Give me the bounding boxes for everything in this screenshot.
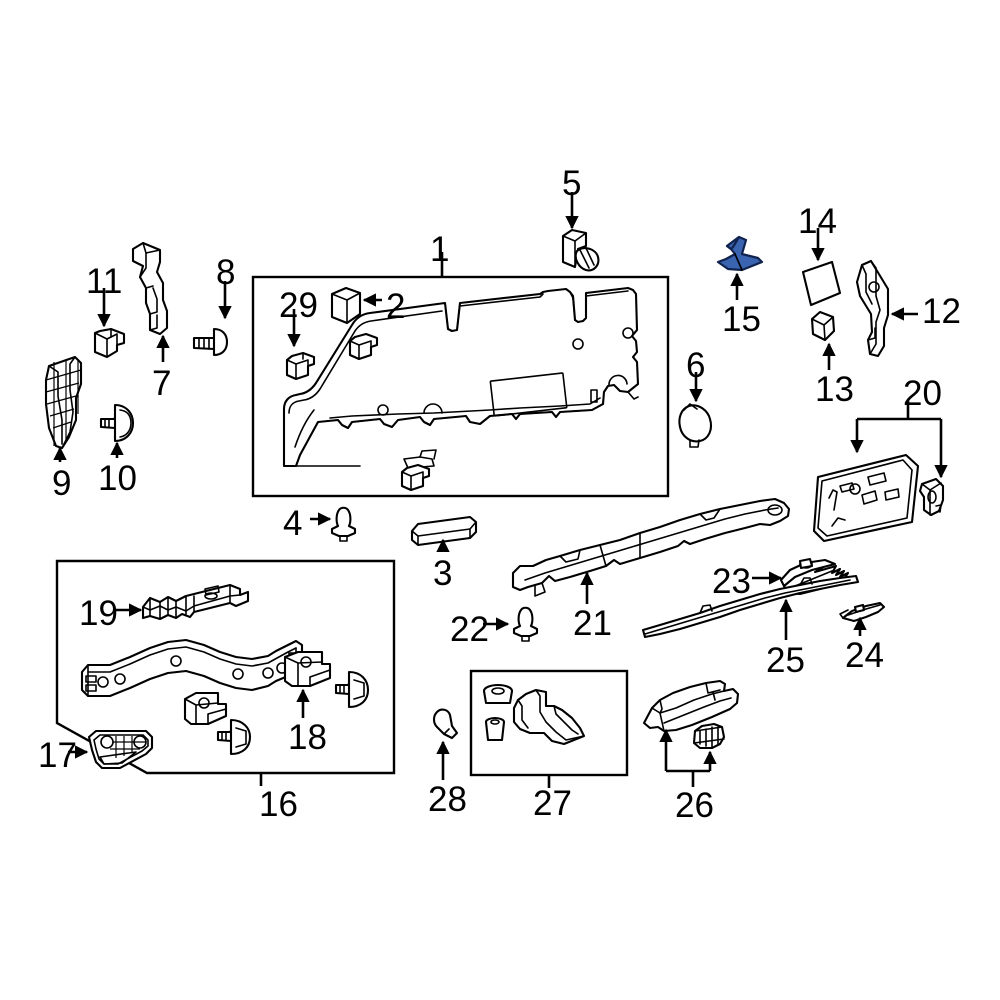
- callout-12[interactable]: 12: [922, 292, 961, 331]
- tow-bracket-19: [141, 583, 250, 621]
- bracket-17: [87, 729, 154, 770]
- panel-clip-20: [918, 477, 945, 517]
- mudguard-artwork-27: [512, 688, 586, 746]
- callout-3[interactable]: 3: [433, 554, 453, 593]
- moulding-25: [641, 574, 860, 639]
- rivet-28: [432, 708, 459, 740]
- clip-24: [839, 601, 886, 623]
- callout-27[interactable]: 27: [533, 784, 572, 823]
- grommet-large-27: [482, 683, 514, 705]
- callout-5[interactable]: 5: [562, 164, 582, 203]
- upper-reinforcement-21: [511, 497, 791, 597]
- clip-11: [93, 327, 126, 359]
- callout-16[interactable]: 16: [259, 785, 298, 824]
- callout-9[interactable]: 9: [52, 464, 72, 503]
- rear-bumper-cover-box: [251, 252, 670, 498]
- callout-18[interactable]: 18: [288, 718, 327, 757]
- retainer-clip-bottom: [400, 463, 431, 492]
- callout-29[interactable]: 29: [279, 286, 318, 325]
- callout-6[interactable]: 6: [686, 346, 706, 385]
- bracket-18: [283, 650, 332, 688]
- grommet-small-27: [484, 716, 506, 742]
- callout-10[interactable]: 10: [98, 459, 137, 498]
- clip-13: [810, 310, 836, 342]
- reinforcement-bar-16: [80, 638, 304, 698]
- callout-1[interactable]: 1: [430, 230, 450, 269]
- callout-23[interactable]: 23: [712, 562, 751, 601]
- callout-21[interactable]: 21: [573, 604, 612, 643]
- side-retainer-12: [855, 259, 890, 358]
- push-pin-22: [512, 606, 539, 642]
- bolt-mid-16: [216, 718, 252, 756]
- callout-19[interactable]: 19: [79, 594, 118, 633]
- callout-17[interactable]: 17: [38, 736, 77, 775]
- callout-13[interactable]: 13: [815, 370, 854, 409]
- grommet-6: [678, 403, 713, 448]
- callout-14[interactable]: 14: [798, 202, 837, 241]
- spoiler-26: [642, 679, 740, 733]
- rear-bumper-cover-artwork: [282, 286, 640, 469]
- spoiler-clip-26: [692, 722, 726, 750]
- callout-26[interactable]: 26: [675, 786, 714, 825]
- bolt-10: [99, 403, 135, 443]
- absorber-9: [44, 355, 83, 450]
- sensor-retainer-5: [561, 228, 600, 272]
- callout-20[interactable]: 20: [903, 374, 942, 413]
- highlighted-clip-15: [716, 235, 764, 272]
- panel-20: [812, 453, 920, 543]
- retainer-clip-2: [330, 286, 362, 325]
- callout-22[interactable]: 22: [450, 610, 489, 649]
- callout-15[interactable]: 15: [722, 300, 761, 339]
- callout-7[interactable]: 7: [152, 364, 172, 403]
- callout-24[interactable]: 24: [845, 636, 884, 675]
- bracket-lower-16: [183, 691, 228, 726]
- callout-leaders: [53, 192, 948, 787]
- reinforcement-box-16: [55, 559, 396, 786]
- bolt-right-16: [334, 670, 370, 709]
- callout-25[interactable]: 25: [766, 641, 805, 680]
- side-bracket-7: [131, 241, 169, 336]
- screw-8: [192, 327, 229, 357]
- molding-strip-3: [410, 515, 478, 547]
- mudguard-box-27: [469, 669, 629, 788]
- push-pin-4: [330, 506, 357, 542]
- callout-4[interactable]: 4: [283, 504, 303, 543]
- plate-14: [801, 260, 842, 307]
- retainer-clip-mid: [348, 332, 379, 361]
- callout-2[interactable]: 2: [386, 287, 406, 326]
- retainer-clip-29: [285, 351, 316, 381]
- callout-28[interactable]: 28: [428, 780, 467, 819]
- callout-11[interactable]: 11: [86, 262, 123, 301]
- callout-8[interactable]: 8: [216, 253, 236, 292]
